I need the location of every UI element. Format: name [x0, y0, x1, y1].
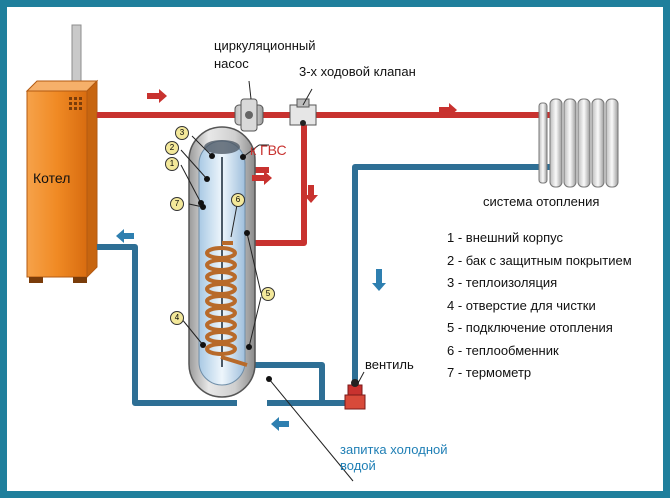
callout-lines: [180, 80, 365, 482]
boiler-panel-icon: [69, 97, 82, 110]
heat-exchanger-coil: [205, 241, 248, 367]
heating-system-label: система отопления: [483, 194, 600, 209]
cold-water-label: запитка холодной водой: [340, 442, 448, 473]
hot-flow-arrows: [147, 89, 457, 203]
chimney: [71, 24, 82, 90]
diagram-frame: 3 2 1 7 6 4 5 Котел циркуляционный насос…: [7, 7, 663, 491]
callout-4: 4: [170, 311, 184, 325]
legend-item: 5 - подключение отопления: [447, 320, 613, 335]
callout-6: 6: [231, 193, 245, 207]
boiler-label: Котел: [33, 170, 71, 186]
callout-5: 5: [261, 287, 275, 301]
cold-flow-arrows: [116, 229, 386, 431]
legend: 1 - внешний корпус 2 - бак с защитным по…: [447, 227, 632, 385]
shutoff-valve: [344, 379, 366, 410]
legend-item: 6 - теплообменник: [447, 342, 559, 358]
legend-item: 3 - теплоизоляция: [447, 275, 558, 290]
circulation-pump: [234, 98, 264, 132]
shutoff-valve-label: вентиль: [365, 357, 414, 372]
boiler: [25, 79, 99, 283]
three-way-valve: [289, 98, 317, 126]
legend-item: 7 - термометр: [447, 365, 532, 380]
callout-1: 1: [165, 157, 179, 171]
legend-item: 1 - внешний корпус: [447, 230, 564, 245]
three-way-valve-label: 3-х ходовой клапан: [299, 64, 416, 79]
callout-7: 7: [170, 197, 184, 211]
pump-label: циркуляционный насос: [214, 38, 316, 71]
hot-water-label: к ГВС: [250, 142, 287, 158]
hot-pipes: [97, 112, 552, 246]
legend-item: 2 - бак с защитным покрытием: [447, 252, 632, 268]
callout-2: 2: [165, 141, 179, 155]
radiator: [538, 98, 619, 188]
legend-item: 4 - отверстие для чистки: [447, 297, 596, 313]
callout-3: 3: [175, 126, 189, 140]
callout-dots: [198, 153, 272, 382]
